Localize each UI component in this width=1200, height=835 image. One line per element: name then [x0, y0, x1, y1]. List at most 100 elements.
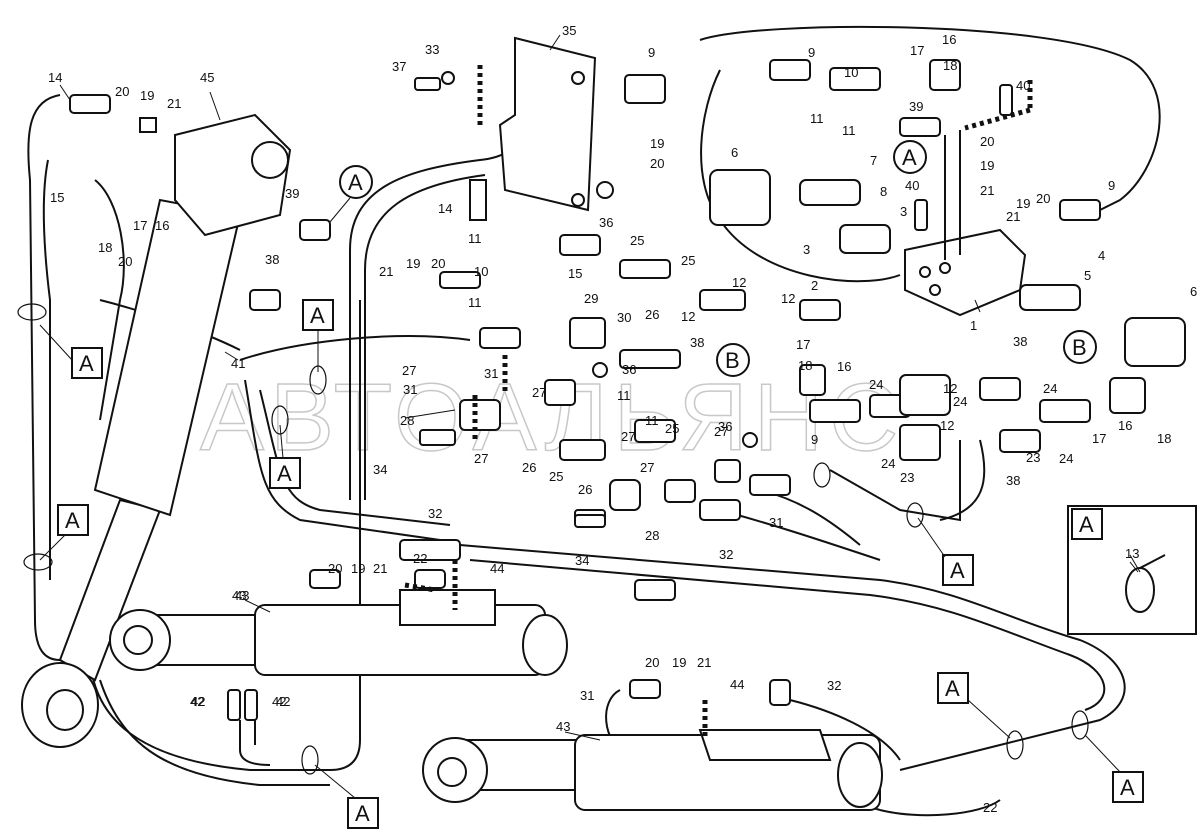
part-number-label: 29: [584, 291, 598, 306]
part-number-label: 9: [808, 45, 815, 60]
part-number-label: 6: [731, 145, 738, 160]
part-number-label: 3: [803, 242, 810, 257]
svg-text:A: A: [310, 303, 325, 328]
part-number-label: 27: [402, 363, 416, 378]
part-number-label: 12: [940, 418, 954, 433]
part-number-label: 25: [681, 253, 695, 268]
part-number-label: 36: [622, 362, 636, 377]
part-number-label: 26: [578, 482, 592, 497]
part-number-label: 9: [648, 45, 655, 60]
part-number-label: 8: [880, 184, 887, 199]
svg-text:A: A: [1120, 775, 1135, 800]
part-number-label: 38: [690, 335, 704, 350]
cylinder-bottom: [422, 729, 883, 811]
svg-text:B: B: [725, 348, 740, 373]
part-number-label: 20: [328, 561, 342, 576]
part-number-label: 20: [1036, 191, 1050, 206]
part-number-label: 40: [1016, 78, 1030, 93]
part-number-label: 42: [190, 694, 204, 709]
part-number-label: 26: [522, 460, 536, 475]
svg-text:A: A: [945, 676, 960, 701]
part-number-label: 44: [730, 677, 744, 692]
part-number-label: 20: [980, 134, 994, 149]
part-number-label: 27: [714, 424, 728, 439]
part-number-label: 9: [811, 432, 818, 447]
part-number-label: 38: [1006, 473, 1020, 488]
part-number-label: 34: [575, 553, 589, 568]
part-number-label: 37: [392, 59, 406, 74]
part-number-label: 32: [719, 547, 733, 562]
part-number-label: 25: [549, 469, 563, 484]
svg-text:A: A: [902, 145, 917, 170]
cylinder-middle: [109, 589, 568, 676]
part-number-label: 6: [1190, 284, 1197, 299]
part-number-label: 19: [406, 256, 420, 271]
view-tag-circles: A A B B: [339, 140, 1097, 377]
part-number-label: 12: [781, 291, 795, 306]
part-number-label: 10: [844, 65, 858, 80]
part-number-label: 31: [484, 366, 498, 381]
part-number-label: 38: [1013, 334, 1027, 349]
part-number-label: 39: [909, 99, 923, 114]
part-number-label: 42: [191, 694, 205, 709]
part-number-label: 31: [403, 382, 417, 397]
part-number-label: 19: [1016, 196, 1030, 211]
fittings: [69, 59, 1146, 721]
part-number-label: 16: [837, 359, 851, 374]
svg-text:A: A: [355, 801, 370, 826]
part-number-label: 32: [428, 506, 442, 521]
part-number-label: 11: [468, 231, 482, 246]
part-number-label: 23: [900, 470, 914, 485]
part-number-label: 16: [1118, 418, 1132, 433]
part-number-label: 36: [718, 419, 732, 434]
part-number-label: 33: [425, 42, 439, 57]
view-tag-a-boxes: A A A A A A A A: [39, 299, 1144, 829]
svg-text:A: A: [277, 461, 292, 486]
part-number-label: 22: [983, 800, 997, 815]
part-number-label: 16: [155, 218, 169, 233]
svg-text:A: A: [1079, 512, 1094, 537]
part-number-label: 40: [905, 178, 919, 193]
part-number-label: 15: [568, 266, 582, 281]
part-number-label: 35: [562, 23, 576, 38]
part-number-label: 10: [474, 264, 488, 279]
part-number-label: 43: [235, 588, 249, 603]
part-number-label: 4: [1098, 248, 1105, 263]
part-number-label: 17: [133, 218, 147, 233]
dashed-markers: [404, 65, 1033, 740]
leader-lines: [59, 34, 1141, 741]
part-number-label: 19: [980, 158, 994, 173]
part-number-label: 27: [532, 385, 546, 400]
svg-text:B: B: [1072, 335, 1087, 360]
part-number-label: 5: [1084, 268, 1091, 283]
part-number-label: 21: [167, 96, 181, 111]
part-number-label: 18: [1157, 431, 1171, 446]
part-number-label: 24: [953, 394, 967, 409]
part-number-label: 24: [1043, 381, 1057, 396]
part-number-label: 30: [617, 310, 631, 325]
part-number-label: 24: [1059, 451, 1073, 466]
part-number-label: 18: [798, 358, 812, 373]
part-number-label: 16: [942, 32, 956, 47]
part-number-label: 36: [599, 215, 613, 230]
part-number-label: 7: [870, 153, 877, 168]
part-number-label: 31: [580, 688, 594, 703]
part-number-label: 32: [827, 678, 841, 693]
part-number-label: 21: [373, 561, 387, 576]
part-number-label: 31: [769, 515, 783, 530]
part-number-label: 28: [645, 528, 659, 543]
part-number-label: 17: [796, 337, 810, 352]
part-number-label: 21: [980, 183, 994, 198]
part-number-label: 28: [400, 413, 414, 428]
part-number-label: 41: [231, 356, 245, 371]
part-number-label: 2: [811, 278, 818, 293]
part-number-label: 12: [681, 309, 695, 324]
part-number-label: 45: [200, 70, 214, 85]
part-number-label: 11: [810, 111, 824, 126]
part-number-label: 34: [373, 462, 387, 477]
solenoids: [709, 169, 1186, 367]
part-number-label: 27: [621, 429, 635, 444]
part-number-label: 17: [910, 43, 924, 58]
